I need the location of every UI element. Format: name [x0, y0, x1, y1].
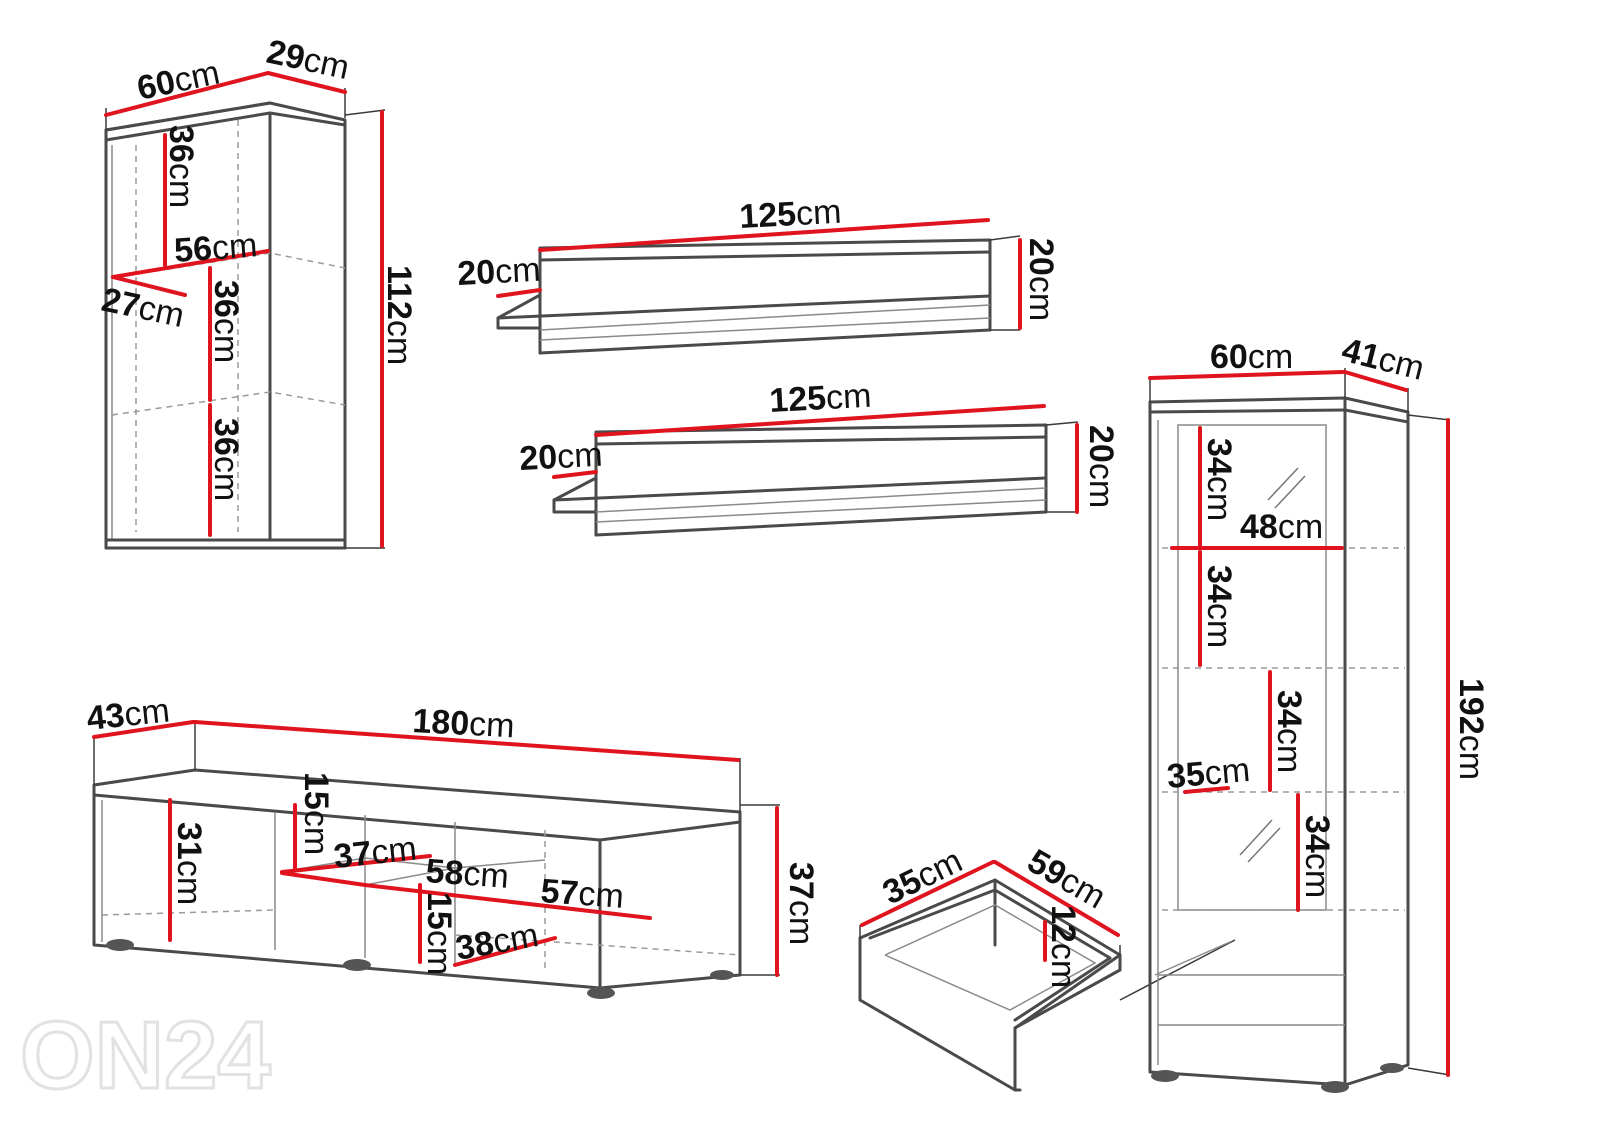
tv-stand-niche-depth-label: 58cm: [424, 852, 510, 896]
tv-stand-depth-label: 43cm: [85, 691, 172, 737]
wall-shelf-bottom-depth-label: 20cm: [518, 436, 603, 478]
tall-cabinet-width-label: 60cm: [1210, 338, 1293, 376]
small-cabinet-inner-depth-label: 27cm: [98, 281, 187, 335]
tv-stand-niche-upper-height-label: 15cm: [297, 772, 335, 855]
tall-cabinet: [1148, 368, 1451, 1093]
tv-stand-niche-lower-depth-label: 38cm: [453, 916, 541, 968]
wall-shelf-top-height-label: 20cm: [1022, 238, 1060, 321]
small-cabinet: [104, 71, 386, 550]
tv-stand-left-compartment-height-label: 31cm: [170, 822, 208, 905]
small-cabinet-inner-width-label: 56cm: [173, 226, 259, 270]
tv-stand: [92, 720, 780, 999]
tall-cabinet-height-label: 192cm: [1452, 678, 1490, 780]
tall-cabinet-depth-label: 41cm: [1338, 331, 1428, 388]
tall-cabinet-inner-depth-label: 35cm: [1165, 751, 1251, 796]
drawer-depth-label: 35cm: [877, 842, 968, 913]
small-cabinet-shelf-top-label: 36cm: [162, 125, 200, 208]
small-cabinet-width-label: 60cm: [134, 53, 223, 107]
tv-stand-length-label: 180cm: [412, 702, 516, 745]
drawer-height-label: 12cm: [1044, 905, 1082, 988]
wall-shelf-top-length-label: 125cm: [738, 193, 842, 236]
drawer: [858, 860, 1236, 1092]
tv-stand-niche-width-label: 37cm: [332, 829, 419, 875]
wall-shelf-top: [496, 218, 1022, 355]
small-cabinet-shelf-bottom-label: 36cm: [207, 418, 245, 501]
wall-shelf-bottom: [552, 404, 1079, 537]
tv-stand-niche-lower-height-label: 15cm: [420, 892, 458, 975]
wall-shelf-bottom-length-label: 125cm: [768, 377, 872, 420]
tall-cabinet-shelf-4-label: 34cm: [1298, 815, 1336, 898]
tall-cabinet-shelf-1-label: 34cm: [1200, 438, 1238, 521]
tall-cabinet-shelf-2-label: 34cm: [1200, 565, 1238, 648]
watermark-logo: ON24: [20, 1002, 271, 1109]
tall-cabinet-shelf-3-label: 34cm: [1270, 690, 1308, 773]
small-cabinet-depth-label: 29cm: [263, 33, 352, 87]
tv-stand-height-label: 37cm: [782, 862, 820, 945]
wall-shelf-top-depth-label: 20cm: [456, 251, 541, 293]
tall-cabinet-inner-width-label: 48cm: [1240, 508, 1323, 546]
tv-stand-right-compartment-width-label: 57cm: [539, 872, 625, 916]
small-cabinet-shelf-middle-label: 36cm: [207, 280, 245, 363]
small-cabinet-height-label: 112cm: [380, 265, 418, 365]
wall-shelf-bottom-height-label: 20cm: [1082, 425, 1120, 508]
